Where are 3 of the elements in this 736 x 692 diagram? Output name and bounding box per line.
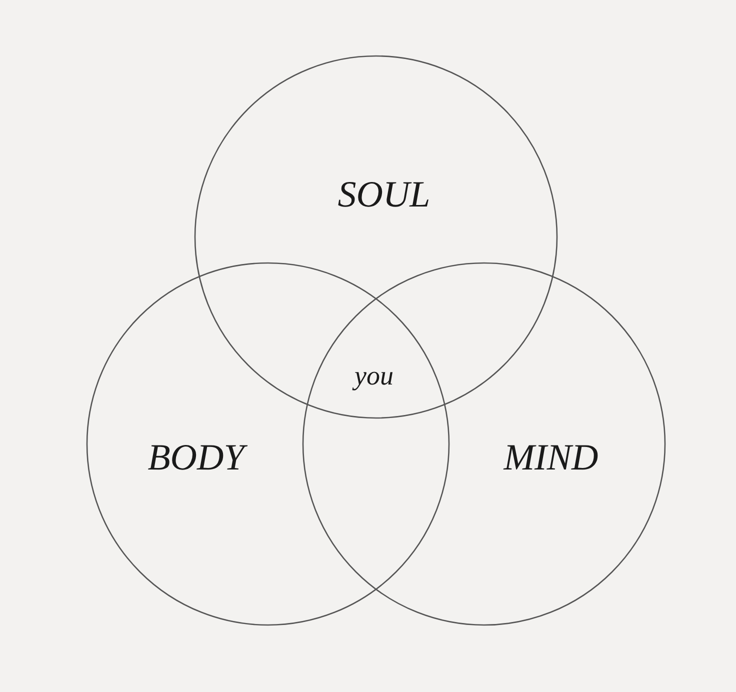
overlap-label: you — [354, 362, 394, 390]
circle-label: SOUL — [338, 176, 430, 214]
circle-label: MIND — [504, 440, 598, 476]
